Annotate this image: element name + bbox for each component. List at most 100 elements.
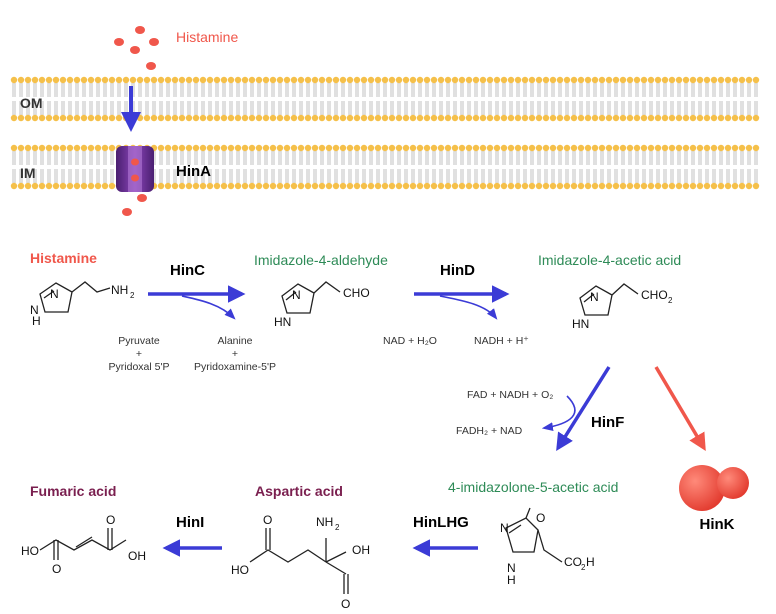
lipid-tail — [89, 101, 93, 115]
lipid-head — [584, 182, 592, 190]
lipid-tail — [649, 83, 653, 97]
lipid-head — [381, 114, 389, 122]
lipid-head — [24, 114, 32, 122]
lipid-head — [598, 114, 606, 122]
lipid-tail — [145, 101, 149, 115]
lipid-tail — [481, 101, 485, 115]
lipid-tail — [586, 169, 590, 183]
lipid-tail — [439, 151, 443, 165]
lipid-head — [262, 182, 270, 190]
lipid-head — [654, 182, 662, 190]
aspartic-nh2: NH — [316, 515, 333, 529]
lipid-head — [276, 76, 284, 84]
outer-membrane-label: OM — [20, 95, 43, 111]
lipid-head — [185, 144, 193, 152]
lipid-tail — [607, 169, 611, 183]
lipid-head — [304, 182, 312, 190]
imidazole-acetic-structure: N HN CHO 2 — [572, 283, 673, 331]
lipid-tail — [425, 83, 429, 97]
lipid-tail — [705, 101, 709, 115]
lipid-head — [31, 114, 39, 122]
lipid-head — [45, 114, 53, 122]
lipid-head — [640, 144, 648, 152]
lipid-head — [682, 182, 690, 190]
lipid-head — [31, 182, 39, 190]
lipid-head — [339, 76, 347, 84]
lipid-tail — [747, 151, 751, 165]
lipid-tail — [320, 169, 324, 183]
lipid-tail — [68, 151, 72, 165]
lipid-head — [318, 144, 326, 152]
lipid-tail — [628, 169, 632, 183]
lipid-head — [507, 144, 515, 152]
lipid-head — [591, 76, 599, 84]
lipid-tail — [236, 151, 240, 165]
lipid-tail — [103, 101, 107, 115]
svg-text:HN: HN — [572, 317, 589, 331]
lipid-head — [164, 182, 172, 190]
lipid-head — [164, 144, 172, 152]
lipid-head — [318, 182, 326, 190]
lipid-tail — [271, 101, 275, 115]
lipid-tail — [432, 151, 436, 165]
lipid-tail — [327, 101, 331, 115]
lipid-tail — [551, 83, 555, 97]
lipid-head — [409, 76, 417, 84]
lipid-tail — [614, 151, 618, 165]
lipid-tail — [467, 101, 471, 115]
aldehyde-cho: CHO — [343, 286, 370, 300]
lipid-tail — [369, 151, 373, 165]
lipid-tail — [586, 83, 590, 97]
lipid-head — [724, 144, 732, 152]
lipid-head — [178, 182, 186, 190]
lipid-head — [514, 182, 522, 190]
lipid-head — [381, 76, 389, 84]
lipid-head — [395, 114, 403, 122]
svg-text:N: N — [507, 561, 516, 575]
lipid-head — [143, 114, 151, 122]
lipid-tail — [453, 151, 457, 165]
imidazole-acetic-title: Imidazole-4-acetic acid — [538, 252, 681, 268]
lipid-tail — [19, 101, 23, 115]
lipid-tail — [509, 101, 513, 115]
lipid-tail — [54, 151, 58, 165]
lipid-tail — [691, 101, 695, 115]
lipid-head — [710, 76, 718, 84]
lipid-head — [241, 182, 249, 190]
lipid-head — [304, 114, 312, 122]
lipid-head — [493, 114, 501, 122]
lipid-head — [507, 114, 515, 122]
lipid-head — [38, 76, 46, 84]
lipid-head — [241, 76, 249, 84]
lipid-head — [157, 76, 165, 84]
lipid-head — [360, 182, 368, 190]
lipid-head — [255, 114, 263, 122]
lipid-tail — [201, 83, 205, 97]
lipid-tail — [243, 151, 247, 165]
lipid-tail — [670, 169, 674, 183]
lipid-tail — [369, 101, 373, 115]
lipid-tail — [502, 101, 506, 115]
lipid-head — [38, 182, 46, 190]
lipid-tail — [12, 151, 16, 165]
lipid-tail — [537, 83, 541, 97]
lipid-tail — [558, 101, 562, 115]
lipid-head — [703, 114, 711, 122]
lipid-tail — [362, 151, 366, 165]
lipid-tail — [453, 169, 457, 183]
lipid-head — [213, 144, 221, 152]
lipid-head — [577, 182, 585, 190]
imidazole-aldehyde-title: Imidazole-4-aldehyde — [254, 252, 388, 268]
lipid-head — [514, 144, 522, 152]
lipid-head — [136, 76, 144, 84]
lipid-head — [633, 144, 641, 152]
lipid-tail — [397, 169, 401, 183]
lipid-tail — [369, 169, 373, 183]
lipid-tail — [285, 101, 289, 115]
lipid-tail — [47, 101, 51, 115]
lipid-tail — [19, 151, 23, 165]
lipid-tail — [236, 83, 240, 97]
lipid-head — [220, 76, 228, 84]
cofactor-plus-1: + — [136, 348, 142, 360]
imidazolone-co2h: CO — [564, 555, 582, 569]
